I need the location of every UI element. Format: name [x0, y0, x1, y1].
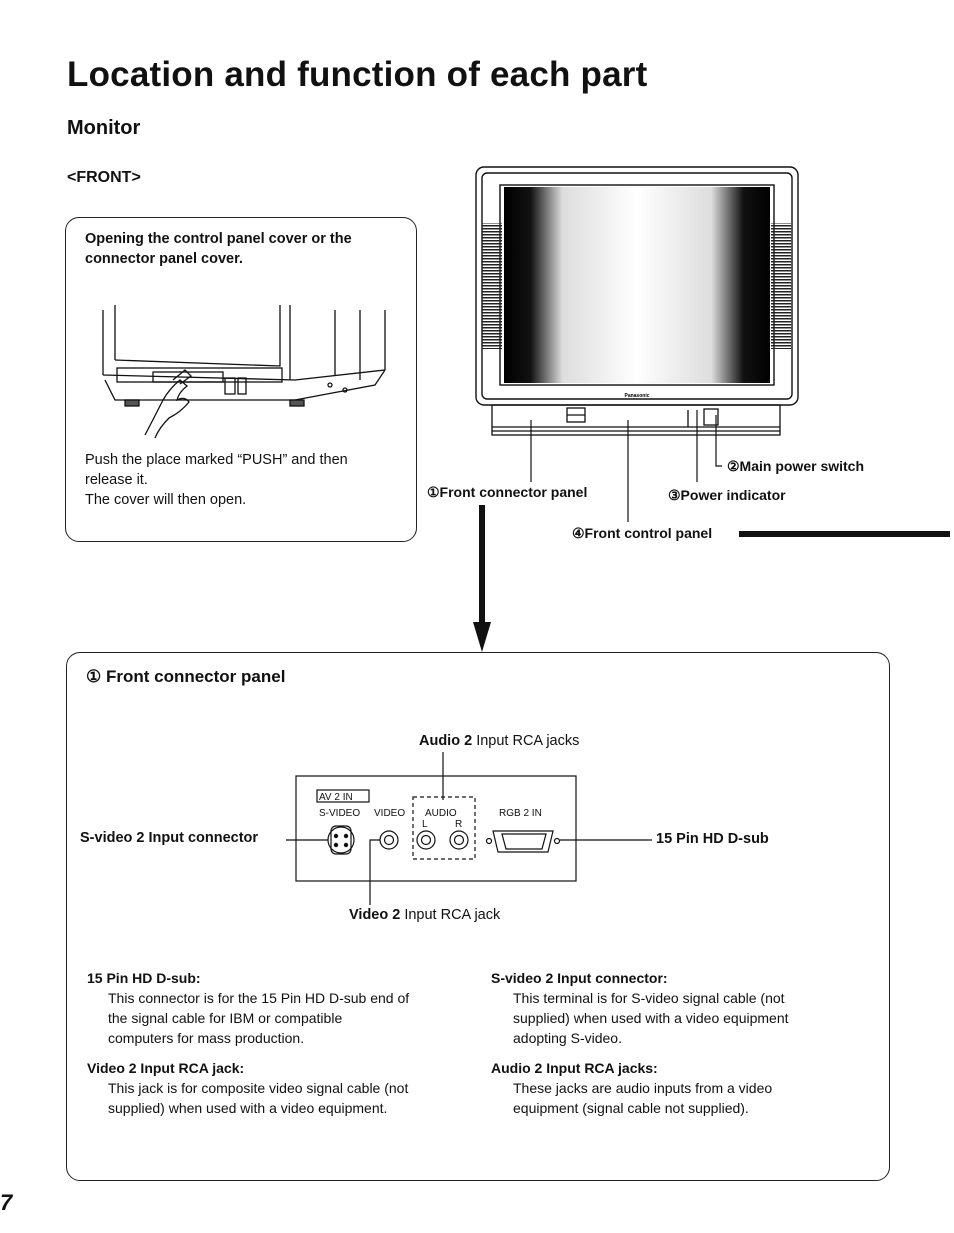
description-heading: 15 Pin HD D-sub:	[87, 970, 201, 986]
cover-instructions-text: Push the place marked “PUSH” and then re…	[85, 450, 405, 510]
audio-callout-bold: Audio 2	[419, 733, 473, 749]
description-line: equipment (signal cable not supplied).	[513, 1100, 749, 1116]
section-heading: Monitor	[67, 117, 141, 139]
description-body: These jacks are audio inputs from a vide…	[491, 1078, 871, 1118]
description-body: This terminal is for S-video signal cabl…	[491, 988, 871, 1048]
svideo-callout-bold: S-video 2	[80, 830, 145, 846]
description-line: supplied) when used with a video equipme…	[513, 1010, 789, 1026]
page-number: 7	[0, 1190, 13, 1215]
cover-opening-illustration	[102, 305, 386, 439]
audio-l-label: L	[422, 819, 428, 830]
description-body: This jack is for composite video signal …	[87, 1078, 467, 1118]
description-line: computers for mass production.	[108, 1030, 305, 1046]
instruction-line: release it.	[85, 472, 148, 488]
description-heading: S-video 2 Input connector:	[491, 970, 668, 986]
audio-jacks-callout: Audio 2 Input RCA jacks	[419, 733, 579, 749]
svideo-connector-callout: S-video 2 Input connector	[80, 830, 258, 846]
description-heading: Audio 2 Input RCA jacks:	[491, 1060, 658, 1076]
page-title: Location and function of each part	[67, 55, 648, 94]
description-line: This terminal is for S-video signal cabl…	[513, 990, 785, 1006]
monitor-callout-lines	[473, 410, 950, 652]
description-line: the signal cable for IBM or compatible	[108, 1010, 343, 1026]
description-line: This jack is for composite video signal …	[108, 1080, 409, 1096]
description-body: This connector is for the 15 Pin HD D-su…	[87, 988, 467, 1048]
video-jack-description: Video 2 Input RCA jack: This jack is for…	[87, 1060, 467, 1118]
svideo-callout-rest: Input connector	[144, 830, 259, 846]
cover-instructions-heading: Opening the control panel cover or the c…	[85, 231, 352, 267]
video-panel-label: VIDEO	[374, 808, 405, 819]
svideo-description: S-video 2 Input connector: This terminal…	[491, 970, 871, 1048]
cover-instructions-box	[65, 217, 417, 542]
dsub-description: 15 Pin HD D-sub: This connector is for t…	[87, 970, 467, 1048]
power-indicator-label: ③Power indicator	[668, 487, 786, 503]
front-connector-panel-heading: ① Front connector panel	[86, 667, 286, 686]
monitor-front-illustration: Panasonic	[475, 166, 799, 436]
video-jack-callout: Video 2 Input RCA jack	[349, 907, 500, 923]
description-heading: Video 2 Input RCA jack:	[87, 1060, 245, 1076]
instruction-line: Push the place marked “PUSH” and then	[85, 452, 348, 468]
front-connector-panel-box	[66, 652, 890, 1181]
instruction-line: The cover will then open.	[85, 492, 247, 508]
video-callout-bold: Video 2	[349, 907, 401, 923]
connector-panel-diagram: AV 2 IN S-VIDEO VIDEO AUDIO L R RGB 2 IN	[286, 752, 652, 905]
brand-logo: Panasonic	[624, 393, 649, 399]
front-control-panel-label: ④Front control panel	[572, 525, 713, 541]
description-line: These jacks are audio inputs from a vide…	[513, 1080, 773, 1096]
description-line: supplied) when used with a video equipme…	[108, 1100, 388, 1116]
dsub-callout: 15 Pin HD D-sub	[656, 831, 769, 847]
description-line: This connector is for the 15 Pin HD D-su…	[108, 990, 410, 1006]
svideo-panel-label: S-VIDEO	[319, 808, 360, 819]
audio-panel-label: AUDIO	[425, 808, 457, 819]
description-line: adopting S-video.	[513, 1030, 622, 1046]
main-power-switch-label: ②Main power switch	[727, 458, 865, 474]
audio-callout-rest: Input RCA jacks	[472, 733, 580, 749]
rgb2-in-label: RGB 2 IN	[499, 808, 542, 819]
front-connector-panel-label: ①Front connector panel	[427, 484, 588, 500]
video-callout-rest: Input RCA jack	[400, 907, 501, 923]
av2-in-label: AV 2 IN	[319, 792, 353, 803]
subsection-heading: <FRONT>	[67, 169, 141, 186]
audio-jacks-description: Audio 2 Input RCA jacks: These jacks are…	[491, 1060, 871, 1118]
audio-r-label: R	[455, 819, 462, 830]
